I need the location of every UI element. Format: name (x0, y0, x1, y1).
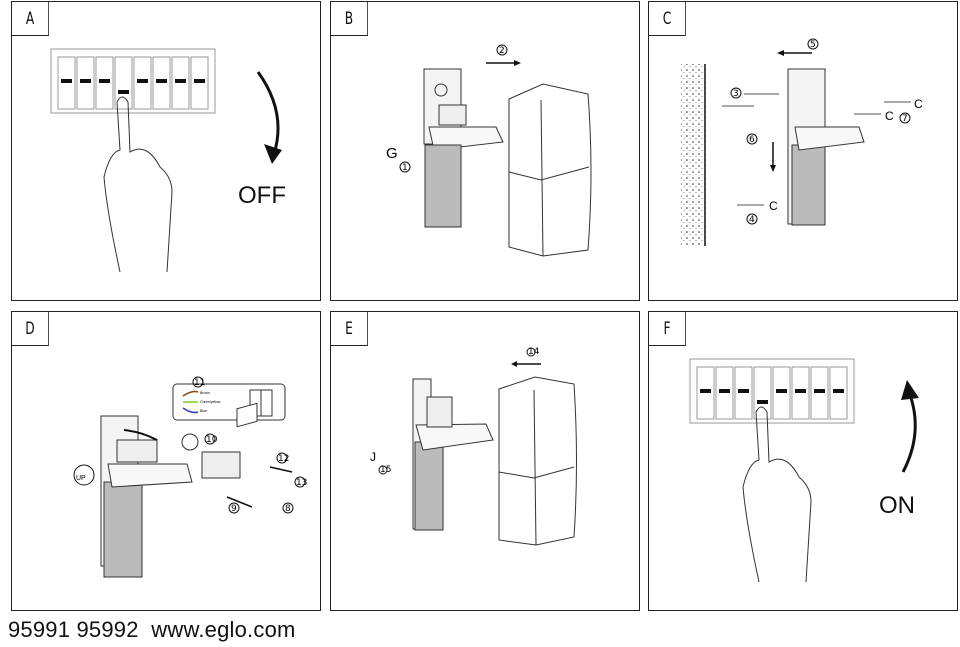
breaker-on-illustration (689, 358, 919, 583)
step-6: 6 (749, 135, 755, 145)
grille-panel (424, 144, 462, 228)
mount-bracket-illustration: 5 3 6 C 4 C C 7 (681, 38, 923, 246)
hand-icon (742, 406, 812, 583)
model-numbers: 95991 95992 (8, 617, 139, 642)
breaker-switches (57, 56, 209, 110)
panel-label: E (331, 312, 368, 346)
step-3: 3 (733, 89, 739, 99)
panel-e: E 14 J 15 (330, 311, 640, 611)
step-5: 5 (810, 40, 816, 50)
panel-a: A OFF (11, 1, 321, 301)
panel-label: C (649, 2, 686, 36)
step-1: 1 (402, 163, 408, 173)
panel-b: B 2 G 1 (330, 1, 640, 301)
wiring-illustration: Brown Green/yellow Blue 11 10 12 13 9 8 … (73, 376, 307, 578)
up-marker-icon (73, 464, 95, 486)
step-4: 4 (749, 215, 755, 225)
screw-rotate-icon: G (386, 145, 398, 162)
step-badge (496, 44, 508, 56)
screw-icon: C (769, 199, 778, 213)
step-14: 14 (528, 347, 540, 357)
svg-text:C: C (885, 109, 894, 123)
panel-f: F ON (648, 311, 958, 611)
breaker-off-illustration (50, 48, 282, 273)
step-2: 2 (499, 46, 505, 56)
step-11: 11 (194, 378, 205, 388)
step-12: 12 (278, 454, 289, 464)
step-9: 9 (231, 504, 237, 514)
step-8: 8 (285, 504, 291, 514)
website-link[interactable]: www.eglo.com (151, 617, 296, 642)
wire-label-blue: Blue (200, 409, 207, 413)
attach-cover-illustration: 14 J 15 (370, 347, 577, 546)
step-13: 13 (296, 478, 307, 488)
screw-rotate-icon: J (370, 450, 376, 464)
cover-box (508, 83, 592, 257)
step-15: 15 (380, 465, 391, 475)
wire-label-green-yellow: Green/yellow (200, 400, 221, 404)
panel-label: D (12, 312, 49, 346)
cover-box (498, 376, 577, 546)
on-caption: ON (879, 492, 915, 519)
wall (681, 64, 705, 246)
up-marker-text: UP (76, 475, 86, 482)
arrow-up-curved-icon (901, 391, 917, 473)
panel-label: A (12, 2, 49, 36)
step-7: 7 (902, 114, 908, 124)
step-10: 10 (206, 435, 218, 445)
off-caption: OFF (238, 182, 286, 209)
hand-icon (103, 96, 173, 273)
wire-label-brown: Brown (200, 391, 210, 395)
arrow-down-curved-icon (256, 71, 280, 155)
panel-label: B (331, 2, 368, 36)
panel-c: C 5 3 6 C 4 C C 7 (648, 1, 958, 301)
svg-text:C: C (914, 97, 923, 111)
footer: 95991 95992 www.eglo.com (8, 617, 296, 643)
remove-cover-illustration: 2 G 1 (386, 44, 592, 257)
panel-label: F (649, 312, 686, 346)
panel-d: D Brown Green/yellow Blue 11 10 12 13 9 … (11, 311, 321, 611)
